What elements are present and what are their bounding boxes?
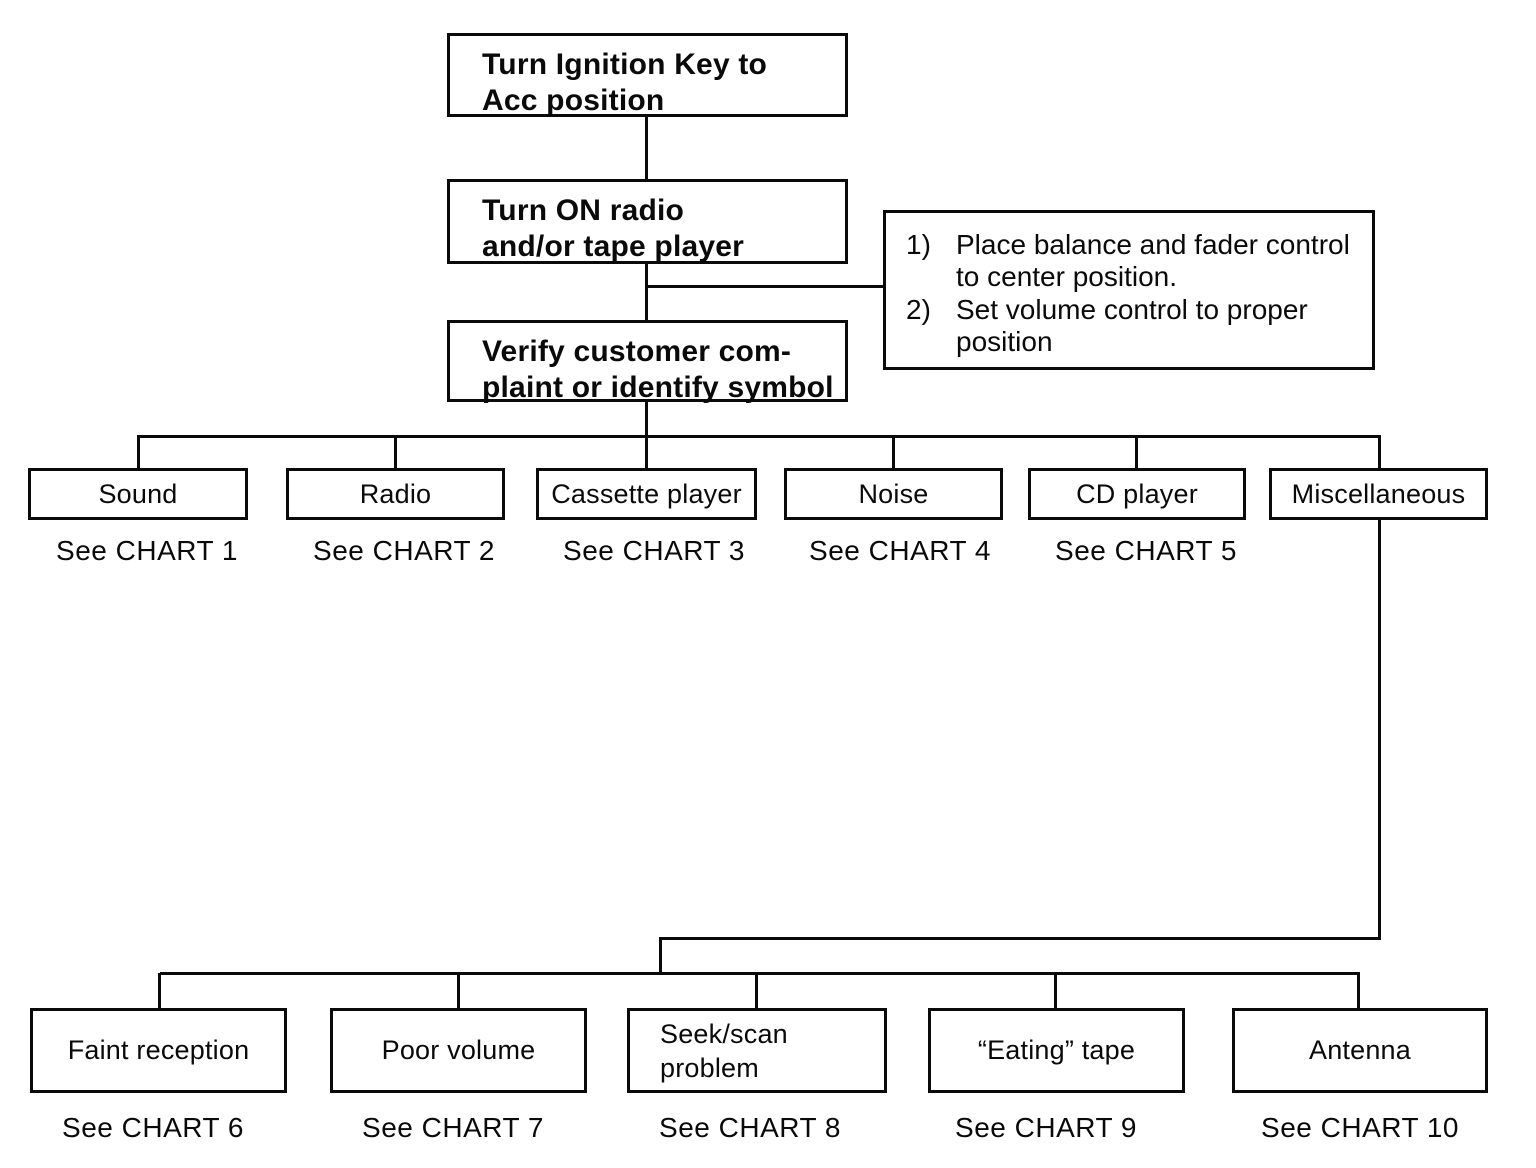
connector-step3-distribution: [645, 402, 648, 438]
chart-ref-2: See CHART 2: [313, 535, 495, 566]
chart-ref-7: See CHART 7: [362, 1112, 544, 1143]
stub-radio: [394, 436, 397, 469]
chart-ref-10: See CHART 10: [1261, 1112, 1459, 1143]
note-item-2: 2) Set volume control to proper position: [906, 294, 1366, 358]
node-seek-scan-problem: Seek/scan problem: [627, 1008, 887, 1093]
node-cd-player: CD player: [1028, 468, 1246, 520]
stub-sound: [137, 436, 140, 469]
chart-ref-6: See CHART 6: [62, 1112, 244, 1143]
note-item-number: 2): [906, 294, 931, 325]
note-item-text: Set volume control to proper position: [956, 294, 1308, 357]
node-radio: Radio: [286, 468, 505, 520]
node-antenna: Antenna: [1232, 1008, 1488, 1093]
chart-ref-8: See CHART 8: [659, 1112, 841, 1143]
connector-misc-horizontal: [659, 937, 1381, 940]
node-sound: Sound: [28, 468, 248, 520]
chart-ref-4: See CHART 4: [809, 535, 991, 566]
node-miscellaneous: Miscellaneous: [1269, 468, 1488, 520]
chart-ref-9: See CHART 9: [955, 1112, 1137, 1143]
stub-antenna: [1357, 973, 1360, 1008]
chart-ref-1: See CHART 1: [56, 535, 238, 566]
node-turn-ignition-key: Turn Ignition Key to Acc position: [447, 33, 848, 117]
node-verify-complaint: Verify customer com- plaint or identify …: [447, 320, 848, 404]
stub-cd-player: [1135, 436, 1138, 469]
node-cassette-player: Cassette player: [536, 468, 757, 520]
connector-misc-drop: [1378, 520, 1381, 940]
connector-step1-step2: [645, 117, 648, 180]
stub-miscellaneous: [1378, 436, 1381, 469]
node-turn-on-radio: Turn ON radio and/or tape player: [447, 179, 848, 264]
note-item-text: Place balance and fader control to cente…: [956, 229, 1350, 292]
connector-to-note: [646, 285, 884, 288]
distribution-bar-misc: [160, 972, 1360, 975]
stub-faint-reception: [158, 973, 161, 1008]
node-poor-volume: Poor volume: [330, 1008, 587, 1093]
connector-step2-step3: [645, 264, 648, 321]
stub-eating-tape: [1054, 973, 1057, 1008]
stub-seek-scan: [755, 973, 758, 1008]
stub-cassette: [645, 436, 648, 469]
note-box: 1) Place balance and fader control to ce…: [883, 210, 1375, 370]
note-item-1: 1) Place balance and fader control to ce…: [906, 229, 1366, 293]
chart-ref-5: See CHART 5: [1055, 535, 1237, 566]
node-eating-tape: “Eating” tape: [928, 1008, 1185, 1093]
chart-ref-3: See CHART 3: [563, 535, 745, 566]
distribution-bar-symptoms: [137, 435, 1381, 438]
stub-poor-volume: [457, 973, 460, 1008]
node-noise: Noise: [784, 468, 1003, 520]
stub-noise: [892, 436, 895, 469]
connector-misc-corner-drop: [659, 937, 662, 975]
node-faint-reception: Faint reception: [30, 1008, 287, 1093]
note-item-number: 1): [906, 229, 931, 260]
